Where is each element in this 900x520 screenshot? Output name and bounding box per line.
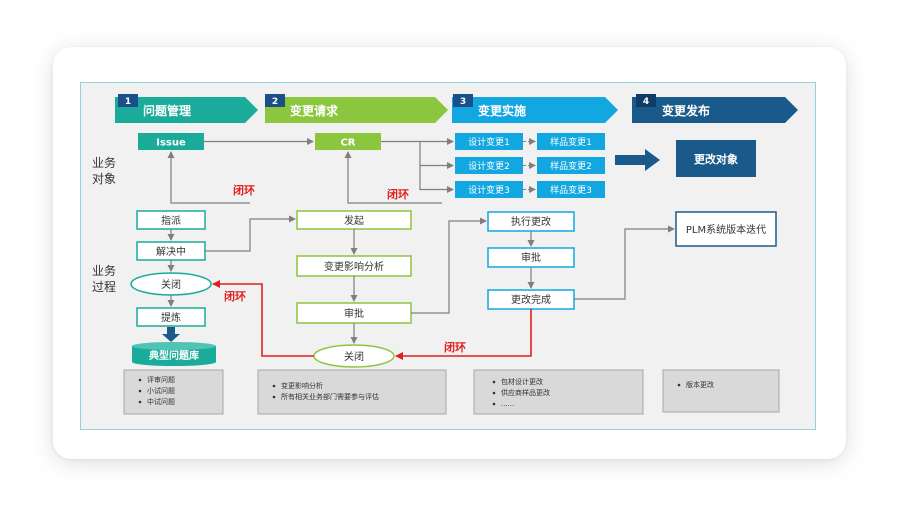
design-change-3: 设计变更3 <box>455 181 523 198</box>
side-label-process: 业务过程 <box>92 263 116 294</box>
phase-banner-3: 3 变更实施 <box>452 94 618 123</box>
step-close-2: 关闭 <box>313 344 395 368</box>
red-loop-arrow-left <box>212 280 314 357</box>
step-assign: 指派 <box>136 210 206 230</box>
loop-label-1: 闭环 <box>233 183 255 197</box>
svg-text:设计变更3: 设计变更3 <box>468 184 510 196</box>
svg-text:执行更改: 执行更改 <box>511 215 551 228</box>
phase-number: 4 <box>643 97 649 107</box>
sample-change-3: 样品变更3 <box>537 181 605 198</box>
step-change-complete: 更改完成 <box>487 289 575 310</box>
svg-text:小试问题: 小试问题 <box>147 386 175 395</box>
phase-number: 2 <box>272 97 278 107</box>
phase-banner-2: 2 变更请求 <box>265 94 448 123</box>
release-arrow <box>615 149 660 171</box>
svg-text:更改对象: 更改对象 <box>694 152 738 166</box>
svg-text:样品变更2: 样品变更2 <box>550 160 592 172</box>
object-loop-arrows <box>167 151 442 204</box>
svg-text:评审问题: 评审问题 <box>147 375 175 384</box>
step-refine: 提炼 <box>136 307 206 327</box>
svg-text:样品变更1: 样品变更1 <box>550 136 592 148</box>
note-box-3: 包材设计更改 供应商样品更改 ...... <box>473 369 644 415</box>
svg-text:CR: CR <box>340 138 355 149</box>
loop-label-2: 闭环 <box>387 187 409 201</box>
step-close-1: 关闭 <box>130 272 212 296</box>
svg-text:PLM系统版本迭代: PLM系统版本迭代 <box>686 223 766 236</box>
resolving-to-initiate-arrow <box>205 215 296 252</box>
svg-text:......: ...... <box>501 400 514 408</box>
svg-text:供应商样品更改: 供应商样品更改 <box>501 388 550 397</box>
step-approve-2: 审批 <box>487 247 575 268</box>
cr-box: CR <box>315 133 381 150</box>
svg-text:包材设计更改: 包材设计更改 <box>501 377 543 386</box>
loop-label-4: 闭环 <box>444 340 466 354</box>
step-resolving: 解决中 <box>136 241 206 261</box>
side-label-objects: 业务对象 <box>92 155 116 186</box>
refine-down-arrow <box>162 327 180 342</box>
svg-text:指派: 指派 <box>161 214 181 227</box>
sample-change-1: 样品变更1 <box>537 133 605 150</box>
step-impact-analysis: 变更影响分析 <box>296 255 412 277</box>
plm-version-iteration: PLM系统版本迭代 <box>675 211 777 247</box>
svg-text:设计变更1: 设计变更1 <box>468 136 510 148</box>
svg-text:关闭: 关闭 <box>161 278 181 291</box>
phase-label: 问题管理 <box>143 103 191 118</box>
sample-change-2: 样品变更2 <box>537 157 605 174</box>
phase-banner-1: 1 问题管理 <box>115 94 258 123</box>
red-loop-arrow-right <box>395 309 532 360</box>
svg-text:典型问题库: 典型问题库 <box>149 349 199 362</box>
svg-text:所有相关业务部门需要参与评估: 所有相关业务部门需要参与评估 <box>281 392 379 401</box>
change-object-box: 更改对象 <box>676 140 756 177</box>
svg-text:变更影响分析: 变更影响分析 <box>324 260 384 273</box>
design-change-2: 设计变更2 <box>455 157 523 174</box>
step-approve-1: 审批 <box>296 302 412 324</box>
note-box-4: 版本更改 <box>662 369 780 413</box>
note-box-2: 变更影响分析 所有相关业务部门需要参与评估 <box>257 369 447 415</box>
issue-box: Issue <box>138 133 204 150</box>
svg-text:更改完成: 更改完成 <box>511 293 551 306</box>
svg-text:审批: 审批 <box>521 251 541 264</box>
svg-text:版本更改: 版本更改 <box>686 380 714 389</box>
svg-text:解决中: 解决中 <box>156 245 186 258</box>
typical-problem-library: 典型问题库 <box>132 342 216 366</box>
step-initiate: 发起 <box>296 210 412 230</box>
svg-text:提炼: 提炼 <box>161 311 181 324</box>
cr-fanout-arrows <box>381 138 454 193</box>
loop-label-3: 闭环 <box>224 289 246 303</box>
note-box-1: 评审问题 小试问题 中试问题 <box>123 369 224 415</box>
phase-banner-4: 4 变更发布 <box>632 94 798 123</box>
design-to-sample-arrows <box>523 138 536 193</box>
svg-text:审批: 审批 <box>344 307 364 320</box>
phase-label: 变更实施 <box>478 103 526 118</box>
design-change-1: 设计变更1 <box>455 133 523 150</box>
svg-text:Issue: Issue <box>156 138 186 149</box>
phase-label: 变更请求 <box>290 103 339 118</box>
svg-text:中试问题: 中试问题 <box>147 397 175 406</box>
svg-text:发起: 发起 <box>344 214 364 227</box>
phase-label: 变更发布 <box>662 103 710 118</box>
svg-text:变更影响分析: 变更影响分析 <box>281 381 323 390</box>
approve-to-execute-arrow <box>411 217 487 314</box>
svg-text:样品变更3: 样品变更3 <box>550 184 592 196</box>
svg-text:关闭: 关闭 <box>344 350 364 363</box>
complete-to-plm-arrow <box>574 225 675 300</box>
svg-text:设计变更2: 设计变更2 <box>468 160 510 172</box>
step-execute-change: 执行更改 <box>487 211 575 232</box>
phase-number: 3 <box>460 97 466 107</box>
phase-number: 1 <box>125 97 131 107</box>
